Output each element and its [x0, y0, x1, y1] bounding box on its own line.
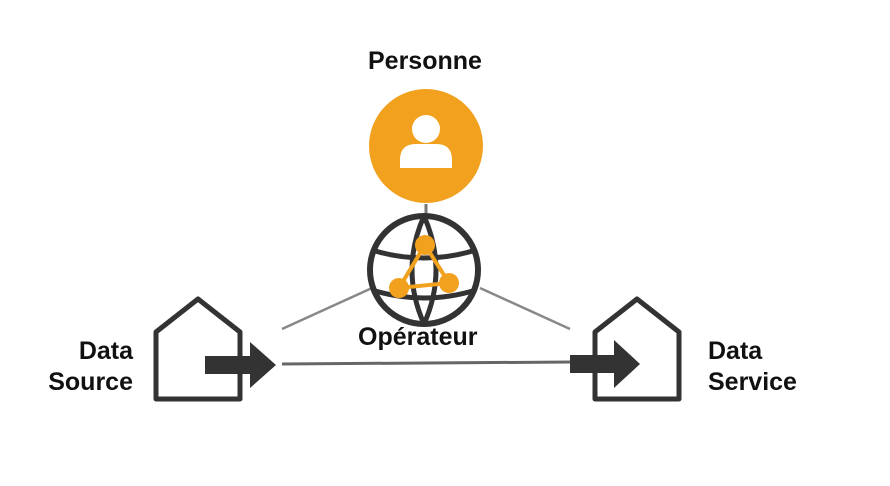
operator-label: Opérateur: [358, 323, 478, 351]
data-source-label: Data Source: [48, 336, 133, 398]
data-source-line1: Data: [78, 337, 133, 365]
network-globe-icon: [367, 213, 481, 327]
connector-operator-source: [281, 286, 373, 331]
source-house-arrow-icon: [153, 296, 276, 402]
service-house-arrow-icon: [570, 296, 682, 402]
data-service-line1: Data: [708, 337, 763, 365]
connector-source-service: [281, 360, 573, 366]
data-service-line2: Service: [708, 368, 797, 396]
data-service-label: Data Service: [708, 336, 797, 398]
data-source-line2: Source: [48, 368, 133, 396]
person-label: Personne: [368, 47, 482, 75]
user-icon: [369, 89, 483, 203]
connector-operator-service: [479, 286, 571, 331]
